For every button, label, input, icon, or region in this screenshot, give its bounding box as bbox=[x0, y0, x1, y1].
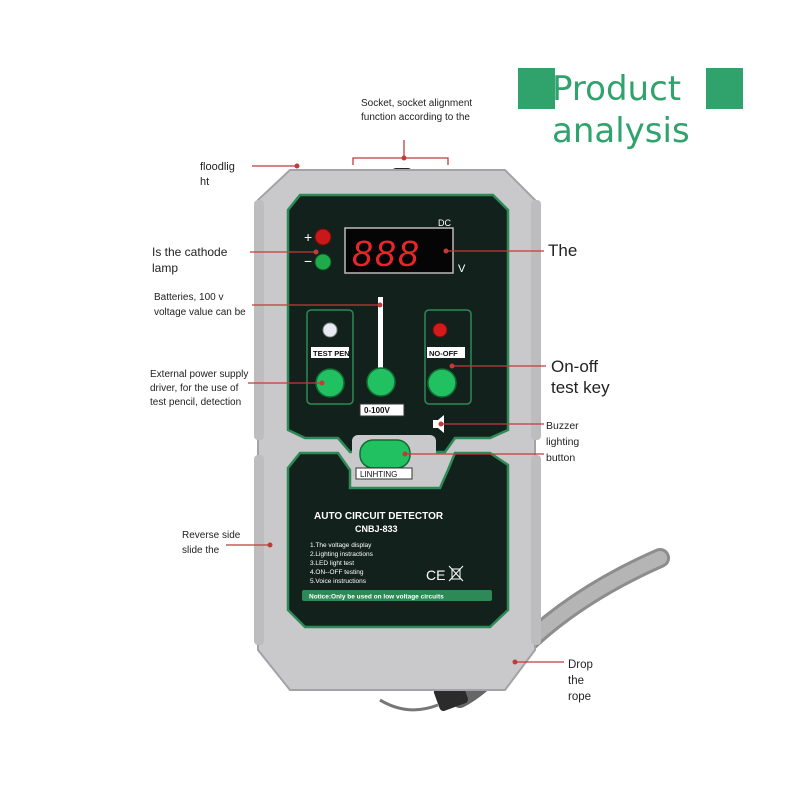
title-line-2: analysis bbox=[552, 111, 690, 151]
callout-reverse: Reverse side slide the bbox=[182, 530, 241, 556]
weee-bin-icon bbox=[448, 565, 464, 582]
notice-text: Notice:Only be used on low voltage circu… bbox=[309, 594, 444, 601]
no-off-label: NO-OFF bbox=[429, 349, 458, 358]
callout-batteries: Batteries, 100 v voltage value can be bbox=[154, 292, 246, 318]
panel-title: AUTO CIRCUIT DETECTOR bbox=[314, 511, 444, 522]
title-right-square bbox=[706, 68, 743, 109]
callout-drop-rope: Drop the rope bbox=[568, 659, 593, 703]
lighting-label: LINHTING bbox=[360, 470, 397, 479]
title-line-1: Product bbox=[552, 69, 682, 109]
range-button bbox=[366, 367, 396, 397]
minus-label: − bbox=[304, 253, 312, 269]
feature-item: 5.Voice instructions bbox=[310, 578, 367, 585]
display-digits: 888 bbox=[352, 233, 421, 274]
feature-item: 1.The voltage display bbox=[310, 542, 372, 549]
range-label: 0-100V bbox=[364, 406, 390, 415]
display-unit-top: DC bbox=[438, 218, 451, 228]
callout-floodlight: floodlig ht bbox=[200, 161, 235, 188]
test-pen-label: TEST PEN bbox=[313, 349, 350, 358]
display-unit: V bbox=[458, 263, 466, 275]
leader-lines bbox=[226, 140, 564, 665]
callout-buzzer: Buzzer lighting button bbox=[546, 420, 580, 464]
callout-socket: Socket, socket alignment function accord… bbox=[361, 98, 473, 123]
lower-panel bbox=[286, 451, 510, 629]
plus-label: + bbox=[304, 229, 312, 245]
ce-mark: CE bbox=[426, 567, 445, 583]
feature-item: 4.ON--OFF testing bbox=[310, 569, 364, 576]
callout-on-off: On-off test key bbox=[551, 357, 610, 397]
callout-display: The bbox=[548, 241, 578, 260]
callout-external: External power supply driver, for the us… bbox=[150, 369, 249, 408]
panel-model: CNBJ-833 bbox=[355, 524, 398, 534]
feature-item: 2.Lighting instractions bbox=[310, 551, 374, 558]
feature-item: 3.LED light test bbox=[310, 560, 354, 567]
callout-cathode: Is the cathode lamp bbox=[152, 245, 228, 275]
title-left-square bbox=[518, 68, 555, 109]
on-off-button bbox=[427, 368, 457, 398]
feature-list: 1.The voltage display 2.Lighting instrac… bbox=[310, 542, 374, 585]
